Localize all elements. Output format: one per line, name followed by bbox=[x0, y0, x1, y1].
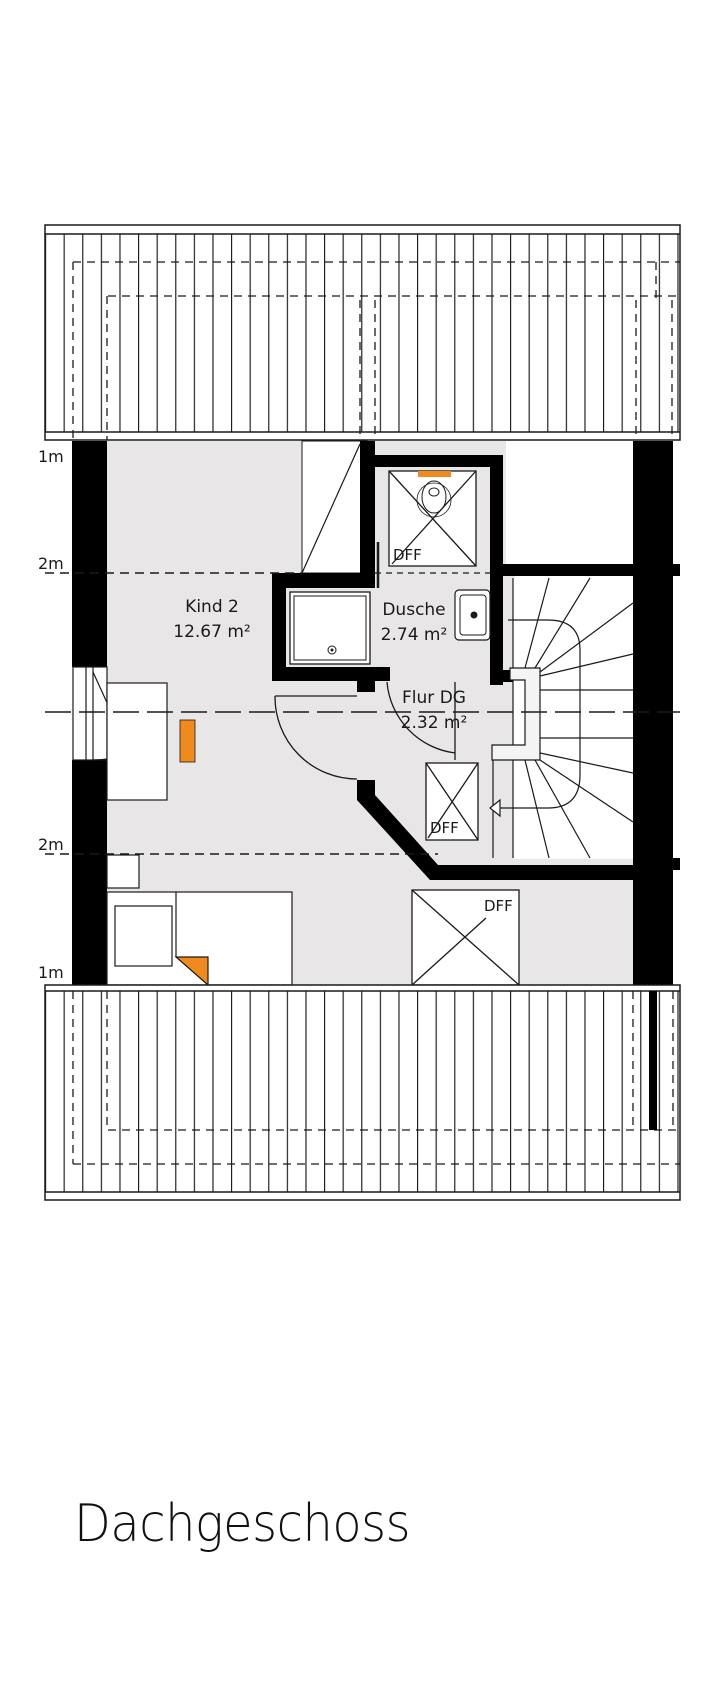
bed bbox=[106, 891, 293, 987]
room-area-flur: 2.32 m² bbox=[401, 713, 468, 733]
room-area-kind2: 12.67 m² bbox=[173, 622, 250, 642]
south-skylight bbox=[411, 889, 520, 986]
walls bbox=[72, 441, 680, 1130]
staircase bbox=[489, 577, 634, 859]
room-area-dusche: 2.74 m² bbox=[381, 625, 448, 645]
flur-skylight bbox=[425, 762, 479, 841]
floor-title: Dachgeschoss bbox=[74, 1494, 411, 1554]
height-lines bbox=[45, 572, 680, 855]
room-name-flur: Flur DG bbox=[402, 688, 466, 708]
height-label-2m-top: 2m bbox=[38, 554, 64, 573]
room-name-kind2: Kind 2 bbox=[185, 597, 239, 617]
shower-tray bbox=[289, 591, 371, 665]
skylight-label-wc: DFF bbox=[393, 546, 422, 564]
height-label-2m-bottom: 2m bbox=[38, 835, 64, 854]
skylight-label-south: DFF bbox=[484, 897, 513, 915]
roof-bottom bbox=[44, 984, 681, 1201]
washbasin bbox=[454, 589, 491, 641]
room-name-dusche: Dusche bbox=[382, 600, 445, 620]
height-label-1m-top: 1m bbox=[38, 447, 64, 466]
roof-top bbox=[44, 224, 681, 441]
doors bbox=[274, 681, 456, 780]
wardrobe-line bbox=[301, 443, 361, 574]
skylight-label-flur: DFF bbox=[430, 819, 459, 837]
wc-skylight bbox=[388, 470, 477, 567]
nightstand bbox=[106, 854, 140, 889]
radiator bbox=[179, 719, 196, 763]
desk bbox=[106, 682, 168, 801]
window-left bbox=[72, 666, 131, 761]
height-label-1m-bottom: 1m bbox=[38, 963, 64, 982]
